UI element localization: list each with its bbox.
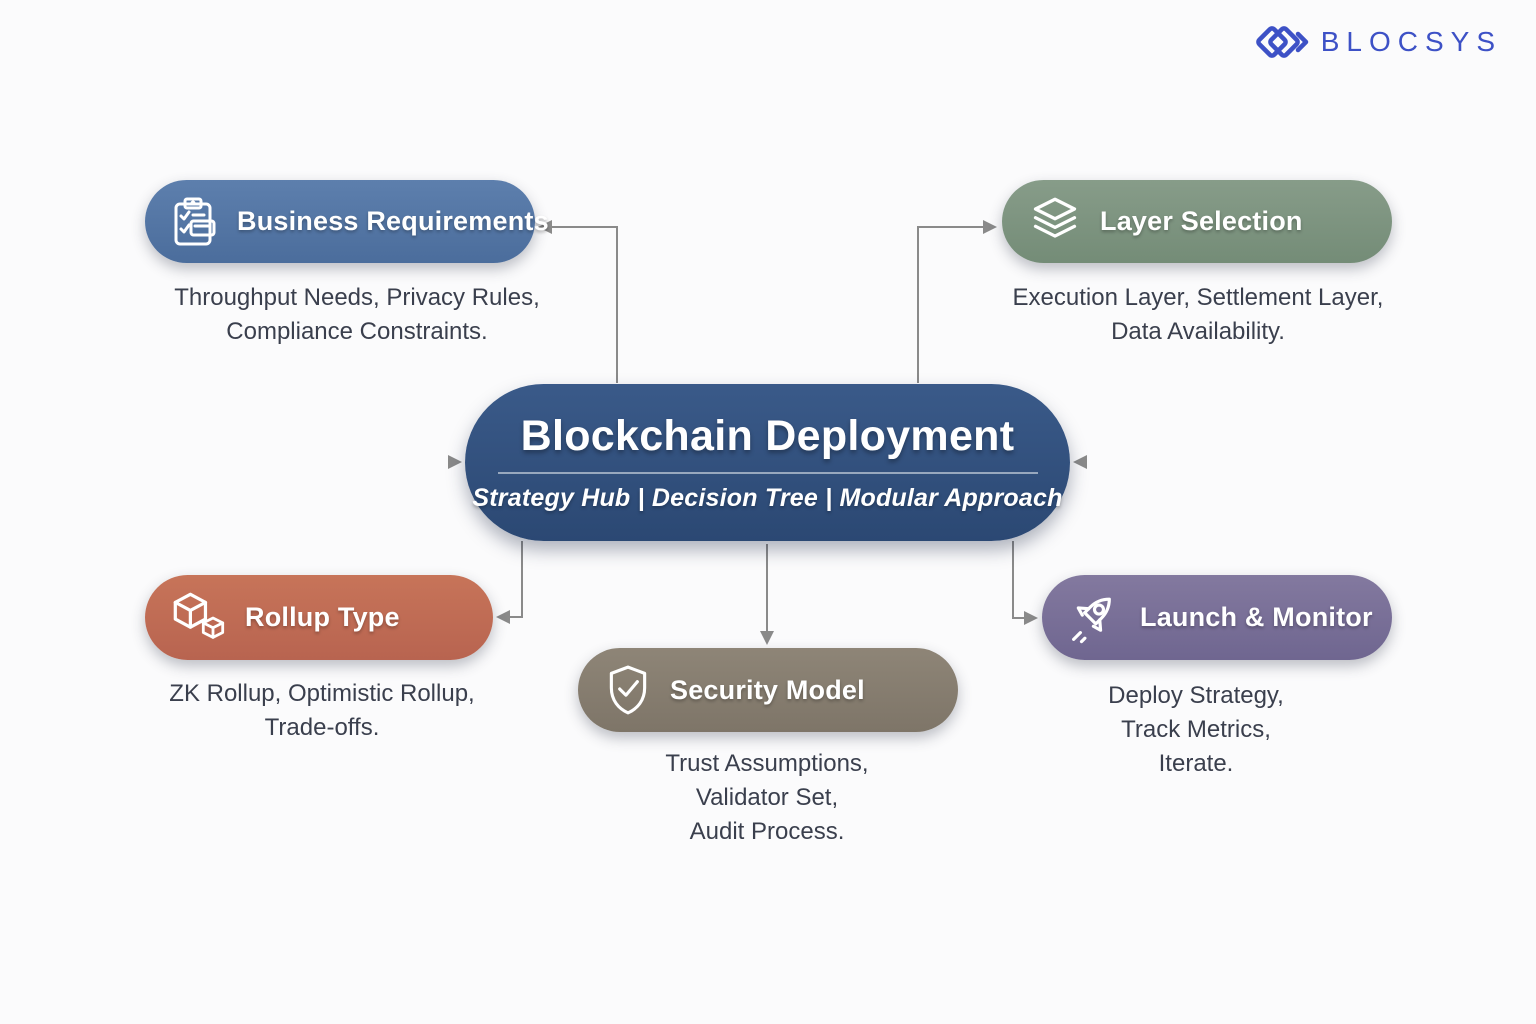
node-security-model: Security Model xyxy=(578,648,958,732)
hub-blockchain-deployment: Blockchain Deployment Strategy Hub | Dec… xyxy=(465,384,1070,541)
node-label: Security Model xyxy=(670,674,865,705)
rocket-icon xyxy=(1072,597,1111,643)
node-rollup-type: Rollup Type xyxy=(145,575,493,660)
brand-name: BLOCSYS xyxy=(1320,26,1502,57)
description-line: Deploy Strategy, xyxy=(1108,682,1284,709)
description-security-model: Trust Assumptions, Validator Set, Audit … xyxy=(555,747,979,849)
node-business-requirements: Business Requirements xyxy=(145,180,549,263)
overlapping-diamonds-logo-icon xyxy=(1255,26,1308,58)
description-line: Data Availability. xyxy=(1111,318,1285,345)
node-layer-selection: Layer Selection xyxy=(1002,180,1392,263)
node-label: Layer Selection xyxy=(1100,206,1303,236)
description-line: Compliance Constraints. xyxy=(226,318,488,345)
clipboard-checklist-icon xyxy=(174,197,216,245)
brand-logo: BLOCSYS xyxy=(1253,18,1502,66)
description-business-requirements: Throughput Needs, Privacy Rules, Complia… xyxy=(145,281,569,349)
connector-hub-to-launch-monitor xyxy=(1012,541,1038,625)
description-line: Throughput Needs, Privacy Rules, xyxy=(174,284,540,311)
cubes-icon xyxy=(173,592,225,639)
node-label: Rollup Type xyxy=(245,602,400,632)
node-launch-monitor: Launch & Monitor xyxy=(1042,575,1392,660)
description-line: Validator Set, xyxy=(695,784,839,811)
description-line: Iterate. xyxy=(1158,750,1234,777)
connector-hub-to-rollup-type xyxy=(496,541,523,624)
connector-left-into-hub xyxy=(337,455,462,469)
description-line: Trust Assumptions, xyxy=(665,750,869,777)
connector-hub-to-security-model xyxy=(760,544,774,645)
node-label: Business Requirements xyxy=(237,206,549,236)
description-line: Audit Process. xyxy=(689,818,845,845)
description-line: Track Metrics, xyxy=(1121,716,1271,743)
hub-title: Blockchain Deployment xyxy=(520,412,1015,460)
description-rollup-type: ZK Rollup, Optimistic Rollup, Trade-offs… xyxy=(110,677,534,745)
description-launch-monitor: Deploy Strategy, Track Metrics, Iterate. xyxy=(984,679,1408,781)
connector-right-into-hub xyxy=(1073,455,1204,469)
hub-subtitle: Strategy Hub | Decision Tree | Modular A… xyxy=(472,484,1063,512)
description-line: ZK Rollup, Optimistic Rollup, xyxy=(169,680,475,707)
description-line: Execution Layer, Settlement Layer, xyxy=(1012,284,1384,311)
hub-divider xyxy=(497,472,1038,474)
description-line: Trade-offs. xyxy=(264,714,380,741)
description-layer-selection: Execution Layer, Settlement Layer, Data … xyxy=(986,281,1410,349)
layers-icon xyxy=(1033,197,1077,238)
node-label: Launch & Monitor xyxy=(1140,602,1373,632)
shield-check-icon xyxy=(609,665,647,715)
